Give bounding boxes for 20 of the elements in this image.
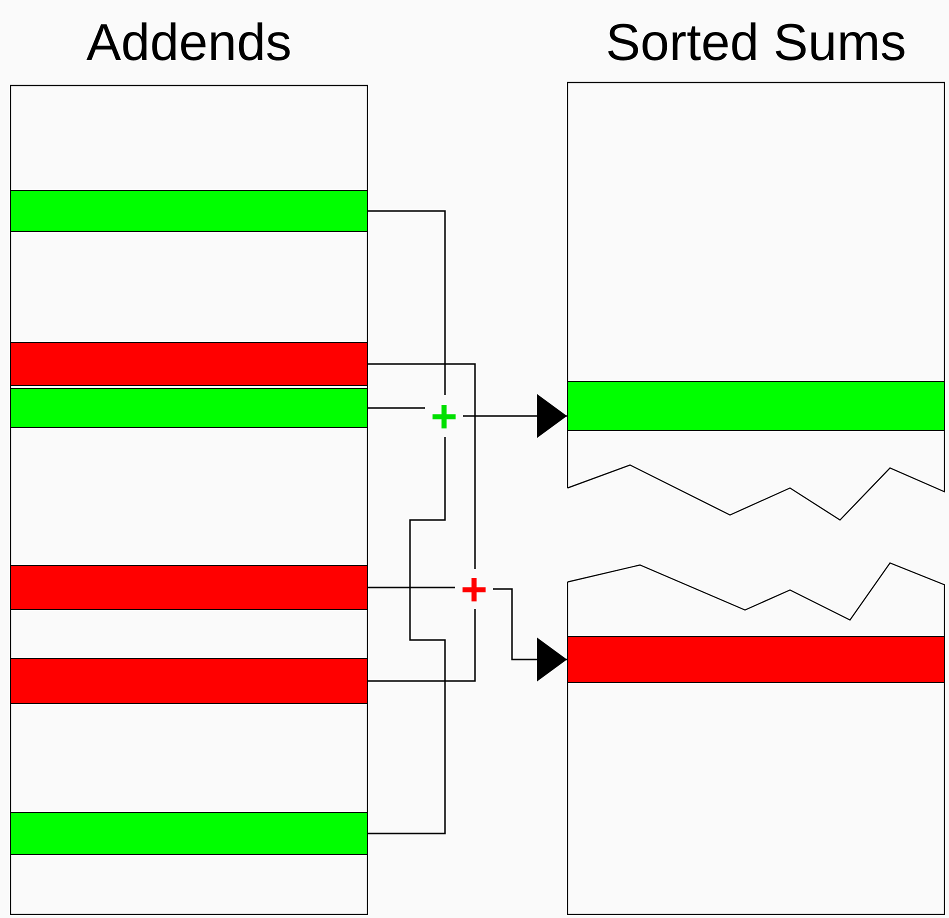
connector-line <box>368 586 455 588</box>
arrow <box>463 394 567 438</box>
bar <box>10 342 368 386</box>
plus-sign: + <box>425 395 463 437</box>
arrow <box>493 588 567 682</box>
connector-line <box>368 407 425 409</box>
bar <box>10 812 368 855</box>
bar <box>567 636 945 683</box>
column-heading: Addends <box>85 13 293 74</box>
bar <box>10 565 368 610</box>
column-heading: Sorted Sums <box>604 13 908 74</box>
connector-line <box>368 437 446 834</box>
bar <box>567 381 945 431</box>
plus-sign: + <box>455 569 493 609</box>
connector-line <box>368 210 446 395</box>
bar <box>10 658 368 704</box>
bar <box>10 388 368 428</box>
connector-line <box>368 609 476 682</box>
bar <box>10 190 368 232</box>
connector-line <box>368 363 476 569</box>
